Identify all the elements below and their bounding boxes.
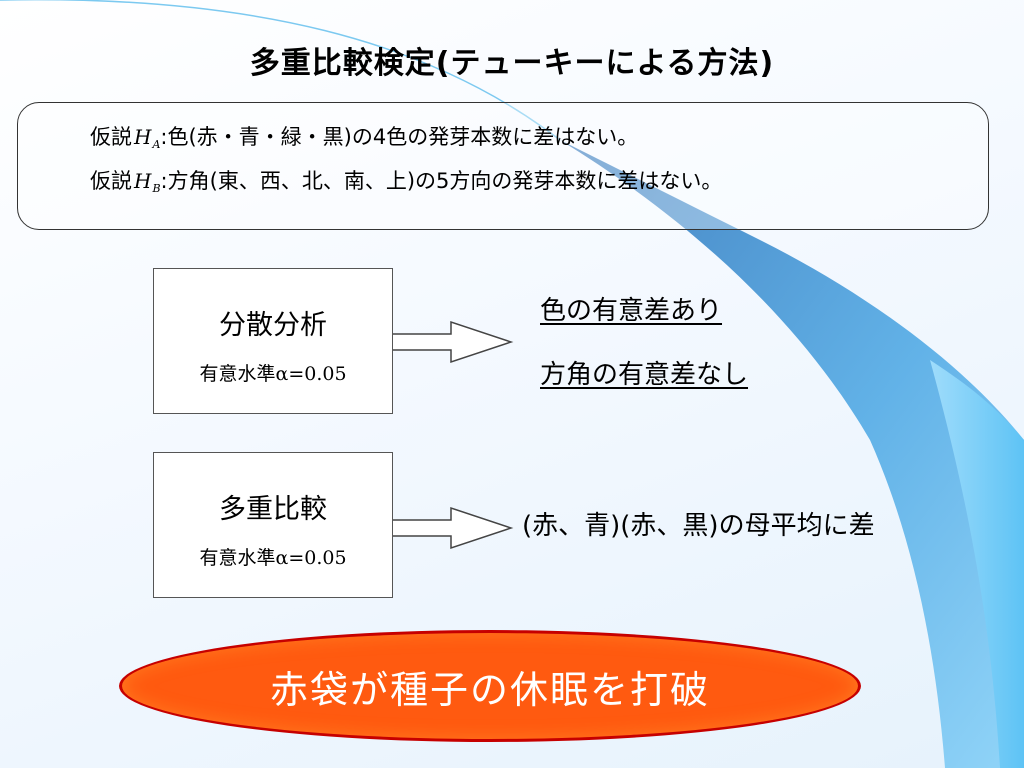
decor-right-band [930, 360, 1024, 768]
result-pairwise-difference: (赤、青)(赤、黒)の母平均に差 [522, 511, 875, 541]
result-direction-not-significant: 方角の有意差なし [540, 360, 749, 390]
anova-alpha-value: 0.05 [304, 363, 347, 385]
anova-title: 分散分析 [219, 310, 327, 341]
multiple-level-label: 有意水準 [199, 547, 276, 569]
conclusion-ellipse: 赤袋が種子の休眠を打破 [119, 630, 861, 742]
multiple-alpha-value: 0.05 [304, 547, 347, 569]
hypothesis-b-text: 方角(東、西、北、南、上)の5方向の発芽本数に差はない。 [167, 169, 723, 193]
hypothesis-b-prefix: 仮説 [90, 169, 132, 193]
hypothesis-a-text: 色(赤・青・緑・黒)の4色の発芽本数に差はない。 [167, 125, 639, 149]
anova-box: 分散分析 有意水準α=0.05 [153, 268, 393, 414]
multiple-comparison-arrow [393, 506, 514, 550]
multiple-equals: = [288, 547, 305, 569]
conclusion-text: 赤袋が種子の休眠を打破 [269, 667, 710, 712]
hypothesis-a-separator: : [160, 125, 168, 149]
multiple-comparison-significance-level: 有意水準α=0.05 [154, 543, 392, 570]
anova-alpha-symbol: α [275, 363, 289, 385]
hypothesis-a-prefix: 仮説 [90, 125, 132, 149]
decor-sweep [560, 140, 1024, 768]
hypothesis-a-subscript: A [152, 138, 161, 151]
multiple-comparison-box: 多重比較 有意水準α=0.05 [153, 452, 393, 598]
result-color-significant: 色の有意差あり [540, 296, 723, 326]
hypothesis-b-separator: : [160, 169, 168, 193]
multiple-alpha-symbol: α [275, 547, 289, 569]
anova-equals: = [288, 363, 305, 385]
hypothesis-b-symbol: H [134, 169, 152, 193]
multiple-comparison-title: 多重比較 [219, 494, 327, 525]
decor-arc-line [0, 0, 561, 141]
hypothesis-a-symbol: H [134, 125, 152, 149]
anova-significance-level: 有意水準α=0.05 [154, 359, 392, 386]
page-title: 多重比較検定(テューキーによる方法) [249, 46, 775, 81]
anova-arrow [393, 320, 514, 364]
anova-level-label: 有意水準 [199, 363, 276, 385]
hypothesis-b-subscript: B [152, 182, 161, 195]
